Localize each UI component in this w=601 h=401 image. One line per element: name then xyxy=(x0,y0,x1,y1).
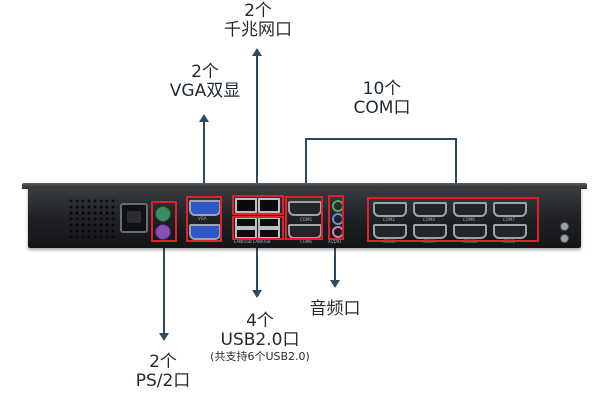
label-vga: 2个 VGA双显 xyxy=(155,62,255,102)
vga-port-label: VGA xyxy=(198,216,207,221)
com-right-highlight xyxy=(367,197,539,242)
com-port-top-1 xyxy=(373,202,407,217)
lan-highlight xyxy=(232,195,284,215)
power-inlet-icon xyxy=(120,203,148,233)
lan-arrowhead xyxy=(252,48,262,56)
label-usb: 4个 USB2.0口 (共支持6个USB2.0) xyxy=(205,311,315,364)
vga-line xyxy=(203,121,205,199)
audio-arrowhead xyxy=(330,280,340,288)
label-usb-note: (共支持6个USB2.0) xyxy=(210,350,310,364)
label-lan: 2个 千兆网口 xyxy=(213,1,303,41)
com-port-top-2 xyxy=(413,202,447,217)
com-port-bottom-2 xyxy=(413,224,447,239)
ps2-mouse-port xyxy=(155,224,171,240)
usb-arrowhead xyxy=(252,290,262,298)
com5-label: COM5 xyxy=(300,217,312,222)
ground-screw-icon xyxy=(560,222,569,231)
audio-port-label: AUDIO xyxy=(328,239,342,244)
audio-line xyxy=(334,242,336,282)
label-usb-name: USB2.0口 xyxy=(220,330,300,351)
lan-port-1 xyxy=(235,198,257,213)
lan-port-2 xyxy=(258,198,280,213)
label-ps2-name: PS/2口 xyxy=(135,371,191,392)
vent-grille xyxy=(68,198,118,238)
label-audio-name: 音频口 xyxy=(309,299,361,319)
com6-label: COM6 xyxy=(300,239,312,244)
usb-line xyxy=(256,242,258,292)
com-port-bottom-4 xyxy=(493,224,527,239)
audio-highlight xyxy=(328,195,344,240)
usb-port-2 xyxy=(258,217,280,228)
ps2-line xyxy=(163,244,165,335)
ground-screw-icon xyxy=(560,234,569,243)
label-lan-count: 2个 xyxy=(244,1,272,21)
lan-usb-port-label: LAN/USB LAN/USB xyxy=(234,239,271,244)
com-bracket-top xyxy=(305,138,457,140)
ps2-keyboard-port xyxy=(155,206,171,222)
com-left-highlight xyxy=(285,196,323,240)
label-vga-name: VGA双显 xyxy=(169,81,241,102)
label-com: 10个 COM口 xyxy=(337,79,427,119)
label-audio: 音频口 xyxy=(305,299,365,319)
vga-highlight xyxy=(186,196,222,242)
label-lan-name: 千兆网口 xyxy=(224,20,292,41)
com-bracket-left xyxy=(305,138,307,199)
ps2-arrowhead xyxy=(159,333,169,341)
vga-arrowhead xyxy=(199,114,209,122)
com-port-top-4 xyxy=(493,202,527,217)
com-port-top-3 xyxy=(453,202,487,217)
usb-port-1 xyxy=(235,217,257,228)
com6b-label: COM6 xyxy=(463,217,475,222)
usb-highlight xyxy=(232,216,284,240)
label-ps2-count: 2个 xyxy=(149,352,177,372)
lan-line xyxy=(256,55,258,199)
com-port-bottom-1 xyxy=(373,224,407,239)
com4-label: COM4 xyxy=(423,217,435,222)
label-com-name: COM口 xyxy=(353,98,411,119)
label-vga-count: 2个 xyxy=(191,62,219,82)
label-com-count: 10个 xyxy=(362,79,402,99)
ps2-highlight xyxy=(151,201,177,242)
label-usb-count: 4个 xyxy=(246,311,274,331)
com-port-bottom-3 xyxy=(453,224,487,239)
com2-label: COM2 xyxy=(383,217,395,222)
label-ps2: 2个 PS/2口 xyxy=(123,352,203,392)
com7-label: COM7 xyxy=(503,217,515,222)
com-bracket-right xyxy=(455,138,457,199)
